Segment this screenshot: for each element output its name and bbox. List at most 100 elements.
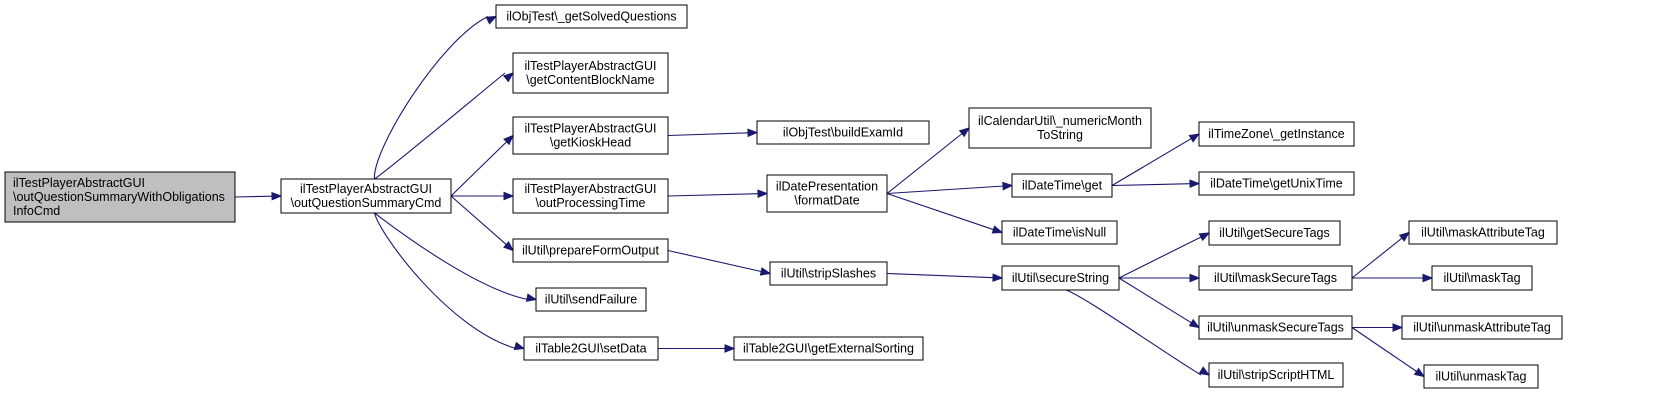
edge-line bbox=[1118, 277, 1193, 324]
edge-n14-n18 bbox=[1111, 179, 1201, 189]
node-box bbox=[1198, 171, 1355, 196]
arrowhead bbox=[1188, 318, 1201, 329]
node-box bbox=[280, 178, 452, 214]
function-node[interactable]: ilTable2GUI\setData bbox=[523, 336, 659, 361]
edge-n1-n5 bbox=[451, 191, 515, 201]
function-node[interactable]: ilTestPlayerAbstractGUI\getKioskHead bbox=[512, 116, 669, 155]
edge-line bbox=[667, 249, 763, 273]
edge-line bbox=[450, 140, 508, 197]
edges-layer bbox=[234, 15, 1434, 378]
edge-line bbox=[374, 72, 506, 180]
edge-line bbox=[1066, 289, 1202, 376]
node-label: ilUtil\maskSecureTags bbox=[1214, 271, 1337, 285]
arrowhead bbox=[513, 341, 526, 351]
function-node[interactable]: ilObjTest\buildExamId bbox=[756, 120, 930, 145]
node-box bbox=[1198, 265, 1353, 291]
node-label: \formatDate bbox=[794, 194, 859, 208]
node-box bbox=[968, 107, 1152, 149]
function-node[interactable]: ilTestPlayerAbstractGUI\getContentBlockN… bbox=[512, 52, 669, 94]
function-node[interactable]: ilUtil\maskSecureTags bbox=[1198, 265, 1353, 291]
edge-n16-n20 bbox=[1119, 273, 1201, 283]
function-node[interactable]: ilUtil\sendFailure bbox=[535, 287, 647, 312]
arrowhead bbox=[1189, 179, 1201, 189]
edge-n8-n12 bbox=[658, 344, 736, 353]
function-node[interactable]: ilDateTime\get bbox=[1011, 173, 1113, 198]
edge-n10-n14 bbox=[886, 181, 1014, 195]
function-node[interactable]: ilDateTime\getUnixTime bbox=[1198, 171, 1355, 196]
function-node[interactable]: ilDateTime\isNull bbox=[1001, 220, 1118, 245]
edge-line bbox=[886, 185, 1005, 195]
arrowhead bbox=[503, 134, 514, 146]
edge-n20-n23 bbox=[1351, 231, 1411, 279]
function-node[interactable]: ilUtil\unmaskAttributeTag bbox=[1401, 315, 1563, 340]
node-label: ilTimeZone\_getInstance bbox=[1208, 127, 1344, 141]
node-box bbox=[495, 4, 688, 29]
arrowhead bbox=[1189, 273, 1201, 283]
edge-n1-n6 bbox=[450, 195, 515, 252]
function-node[interactable]: ilTestPlayerAbstractGUI\outQuestionSumma… bbox=[280, 178, 452, 214]
root-function-node[interactable]: ilTestPlayerAbstractGUI\outQuestionSumma… bbox=[4, 171, 236, 223]
function-node[interactable]: ilUtil\getSecureTags bbox=[1208, 220, 1341, 246]
edge-n1-n4 bbox=[450, 134, 514, 197]
arrowhead bbox=[992, 273, 1004, 282]
edge-n11-n16 bbox=[886, 272, 1004, 282]
node-label: ilDateTime\get bbox=[1022, 179, 1103, 193]
function-node[interactable]: ilDatePresentation\formatDate bbox=[766, 174, 888, 213]
arrowhead bbox=[759, 267, 772, 276]
node-label: ilTable2GUI\setData bbox=[535, 342, 646, 356]
node-box bbox=[1208, 220, 1341, 246]
edge-n1-n7 bbox=[374, 212, 538, 302]
node-label: ilTestPlayerAbstractGUI bbox=[525, 122, 657, 136]
arrowhead bbox=[1198, 232, 1211, 242]
node-label: ilUtil\unmaskAttributeTag bbox=[1413, 321, 1551, 335]
function-node[interactable]: ilObjTest\_getSolvedQuestions bbox=[495, 4, 688, 29]
node-label: ilUtil\maskTag bbox=[1443, 271, 1520, 285]
arrowhead bbox=[958, 127, 971, 138]
node-box bbox=[1423, 364, 1539, 389]
edge-line bbox=[886, 132, 964, 194]
node-label: \outQuestionSummaryWithObligations bbox=[13, 190, 225, 204]
node-label: ilCalendarUtil\_numericMonth bbox=[978, 114, 1142, 128]
edge-line bbox=[1351, 327, 1418, 373]
node-label: ilObjTest\buildExamId bbox=[783, 126, 903, 140]
function-node[interactable]: ilUtil\stripSlashes bbox=[769, 261, 888, 286]
edge-n1-n3 bbox=[374, 72, 515, 180]
node-box bbox=[512, 178, 669, 214]
node-box bbox=[769, 261, 888, 286]
function-node[interactable]: ilUtil\maskTag bbox=[1431, 265, 1533, 291]
edge-line bbox=[886, 192, 995, 231]
edge-n0-n1 bbox=[234, 191, 283, 201]
function-node[interactable]: ilUtil\secureString bbox=[1001, 265, 1120, 291]
function-node[interactable]: ilTable2GUI\getExternalSorting bbox=[733, 336, 924, 361]
arrowhead bbox=[1198, 366, 1211, 376]
node-label: \getContentBlockName bbox=[526, 73, 655, 87]
arrowhead bbox=[1398, 231, 1411, 242]
edge-line bbox=[374, 212, 529, 301]
arrowhead bbox=[502, 72, 515, 83]
function-node[interactable]: ilUtil\prepareFormOutput bbox=[512, 238, 669, 263]
node-label: \outProcessingTime bbox=[536, 196, 646, 210]
function-node[interactable]: ilTimeZone\_getInstance bbox=[1198, 121, 1355, 147]
arrowhead bbox=[1422, 273, 1434, 283]
node-box bbox=[512, 52, 669, 94]
node-box bbox=[1001, 220, 1118, 245]
edge-line bbox=[886, 272, 995, 279]
node-label: ilUtil\getSecureTags bbox=[1219, 226, 1329, 240]
node-label: ilObjTest\_getSolvedQuestions bbox=[506, 10, 676, 24]
function-node[interactable]: ilUtil\unmaskSecureTags bbox=[1198, 315, 1353, 340]
function-node[interactable]: ilUtil\maskAttributeTag bbox=[1408, 220, 1558, 245]
edge-n5-n10 bbox=[667, 189, 769, 199]
edge-line bbox=[1351, 237, 1404, 279]
function-node[interactable]: ilUtil\unmaskTag bbox=[1423, 364, 1539, 389]
edge-n20-n24 bbox=[1352, 273, 1434, 283]
node-box bbox=[512, 116, 669, 155]
function-node[interactable]: ilTestPlayerAbstractGUI\outProcessingTim… bbox=[512, 178, 669, 214]
function-node[interactable]: ilUtil\stripScriptHTML bbox=[1208, 362, 1344, 388]
node-box bbox=[1431, 265, 1533, 291]
node-label: ilUtil\unmaskSecureTags bbox=[1207, 321, 1344, 335]
node-box bbox=[1198, 121, 1355, 147]
node-label: \outQuestionSummaryCmd bbox=[291, 196, 442, 210]
node-label: ilTable2GUI\getExternalSorting bbox=[743, 342, 914, 356]
